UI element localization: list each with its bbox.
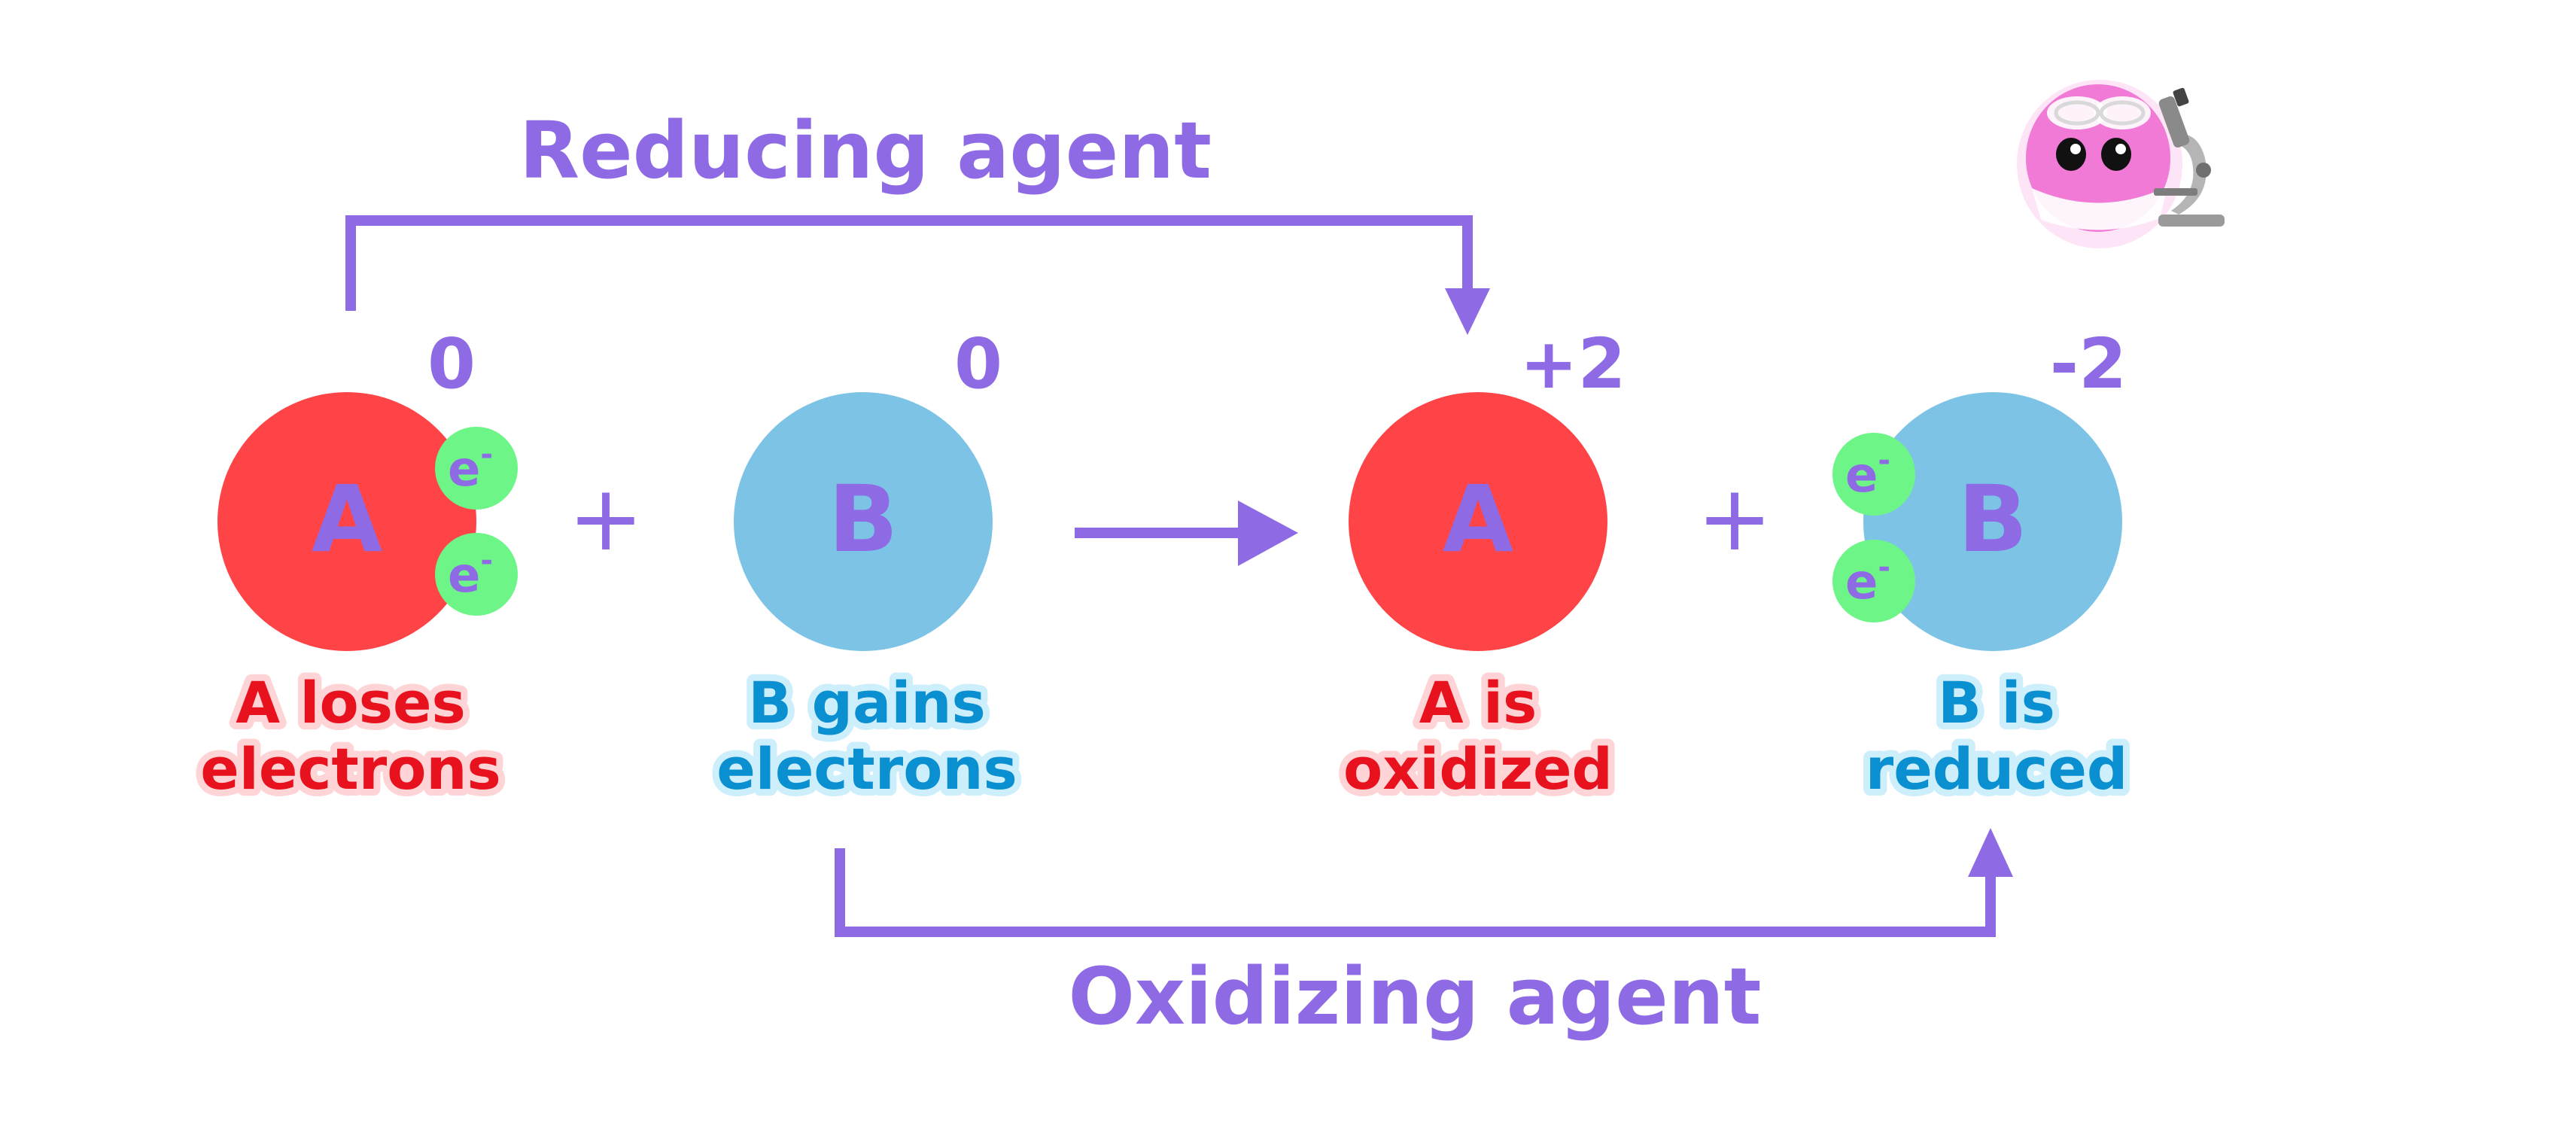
microscope-icon: [2154, 87, 2225, 227]
oxidizing-agent-line: [835, 848, 1996, 937]
arrow-right-icon: [1075, 501, 1298, 566]
atom-a-product-desc-line1: A is: [1419, 669, 1537, 736]
electron-a-1-circle: [435, 427, 518, 510]
reducing-agent-label: Reducing agent: [519, 105, 1212, 196]
atom-b-reactant: [734, 392, 993, 651]
oxidizing-agent-arrowhead: [1968, 828, 2013, 877]
product-b: e- e- B -2 B is reduced: [1832, 324, 2134, 809]
atom-b-product-symbol: B: [1958, 466, 2028, 573]
atom-a-reactant-desc-line2: electrons: [200, 735, 501, 802]
product-a: A +2 A is oxidized: [1337, 324, 1626, 809]
electron-a-1-label: e-: [448, 437, 493, 498]
reactant-a: A 0 e- e- A loses electrons: [193, 324, 518, 809]
electron-b-2-label: e-: [1845, 550, 1890, 610]
oxidizing-agent-connector: [835, 828, 2013, 937]
electron-b-1: e-: [1832, 433, 1915, 516]
plus-sign-reactants: +: [568, 467, 644, 571]
electron-a-2-circle: [435, 533, 518, 616]
atom-b-reactant-symbol: B: [829, 466, 899, 573]
atom-b-product-charge: -2: [2050, 324, 2127, 404]
atom-b-reactant-desc-line1: B gains: [748, 669, 985, 736]
scientist-mascot-icon: [2017, 80, 2182, 248]
atom-a-reactant-desc-line1: A loses: [236, 669, 466, 736]
atom-a-product-symbol: A: [1443, 466, 1513, 573]
atom-a-product-charge: +2: [1519, 324, 1626, 404]
atom-b-product-desc-line2: reduced: [1866, 735, 2128, 802]
atom-b-reactant-charge: 0: [954, 324, 1002, 404]
electron-b-2: e-: [1832, 540, 1915, 622]
electron-b-1-circle: [1832, 433, 1915, 516]
atom-a-product: [1349, 392, 1607, 651]
electron-a-2-label: e-: [448, 543, 493, 604]
electron-a-1: e-: [435, 427, 518, 510]
atom-a-reactant-symbol: A: [312, 466, 382, 573]
reducing-agent-connector: [345, 215, 1490, 335]
atom-a-product-desc-line2: oxidized: [1343, 735, 1613, 802]
electron-b-2-circle: [1832, 540, 1915, 622]
atom-b-product: [1863, 392, 2122, 651]
reactant-b: B 0 B gains electrons: [710, 324, 1024, 809]
oxidizing-agent-label: Oxidizing agent: [1068, 951, 1761, 1042]
reducing-agent-arrowhead: [1445, 288, 1490, 335]
atom-a-reactant-charge: 0: [427, 324, 476, 404]
plus-sign-products: +: [1697, 467, 1773, 571]
atom-a-reactant: [217, 392, 476, 651]
atom-b-reactant-desc-line2: electrons: [716, 735, 1017, 802]
electron-b-1-label: e-: [1845, 443, 1890, 504]
atom-b-product-desc-line1: B is: [1938, 669, 2055, 736]
electron-a-2: e-: [435, 533, 518, 616]
reducing-agent-line: [345, 215, 1473, 311]
